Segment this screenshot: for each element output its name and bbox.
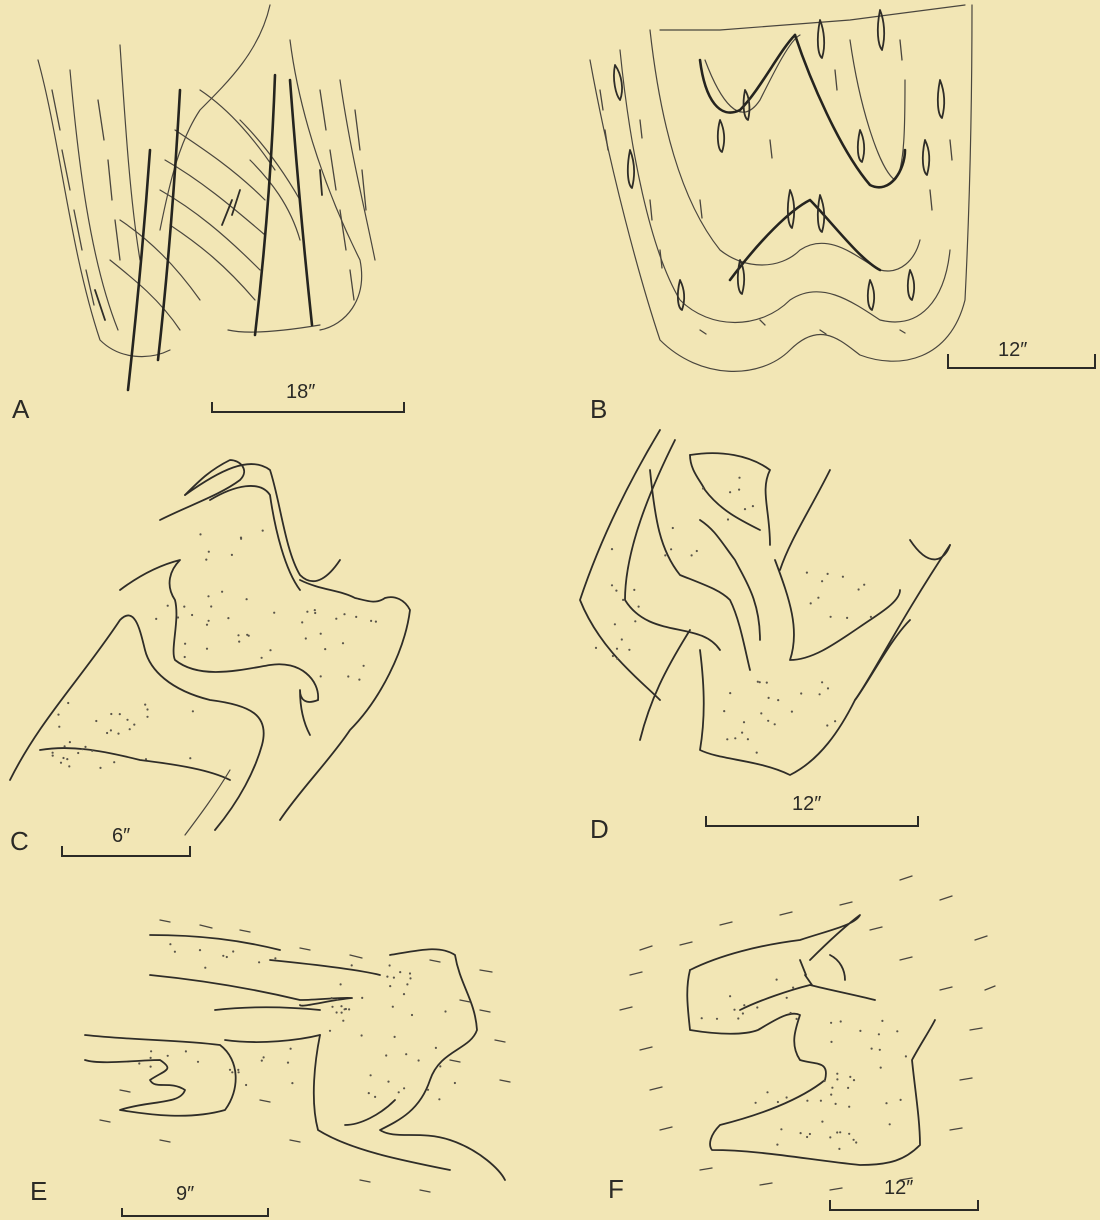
panel-c-scale-bar [62,846,190,856]
panel-b-letter: B [590,394,607,424]
panel-c: C 6″ [10,460,410,856]
panel-c-sketch [10,460,410,835]
panel-a-sketch [38,5,375,390]
panel-c-scale-label: 6″ [112,825,130,847]
panel-f-sketch [620,876,995,1190]
panel-b: B 12″ [590,5,1095,424]
panel-a-scale-label: 18″ [286,381,315,403]
panel-f-stipple [701,979,907,1151]
panel-f: F 12″ [608,876,995,1210]
panel-d-letter: D [590,814,609,844]
panel-a: A 18″ [12,5,404,424]
panel-f-scale-label: 12″ [884,1177,913,1199]
panel-d-sketch [580,430,950,775]
panel-d: D 12″ [580,430,950,844]
panel-e: E 9″ [30,920,510,1216]
panel-e-stipple [138,943,456,1100]
panel-b-sketch [590,5,972,371]
panel-e-scale-label: 9″ [176,1183,194,1205]
panel-b-scale-label: 12″ [998,339,1027,361]
panel-e-sketch [85,920,510,1192]
panel-a-scale-bar [212,402,404,412]
panel-d-stipple [595,477,872,754]
panel-e-letter: E [30,1176,47,1206]
panel-c-letter: C [10,826,29,856]
panel-e-scale-bar [122,1208,268,1216]
panel-a-letter: A [12,394,30,424]
panel-d-scale-bar [706,816,918,826]
panel-f-letter: F [608,1174,624,1204]
panel-d-scale-label: 12″ [792,793,821,815]
panel-f-scale-bar [830,1200,978,1210]
